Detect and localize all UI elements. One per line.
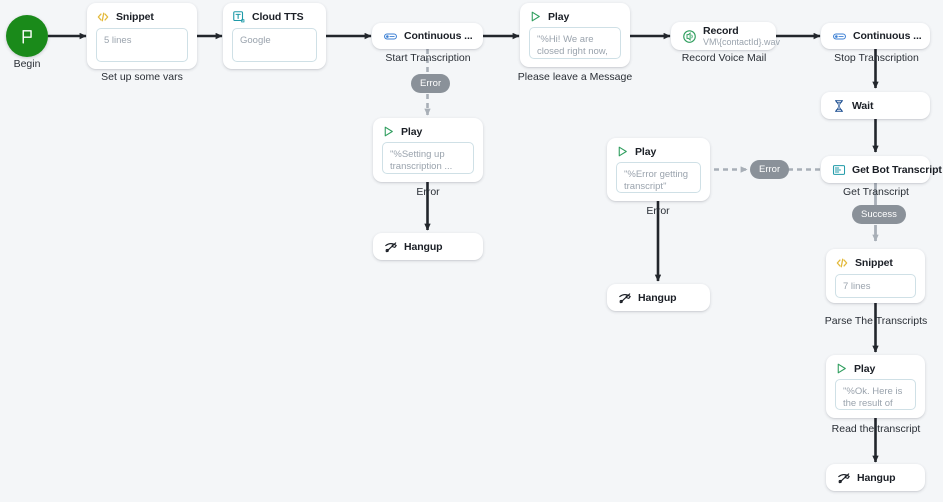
- node-play-setup-error-header: Play: [373, 118, 483, 142]
- node-play-message-field[interactable]: "%Hi! We are closed right now, ...: [529, 27, 621, 59]
- node-cloud-tts[interactable]: Cloud TTS Google: [223, 3, 326, 69]
- node-play-transcript-error[interactable]: Play "%Error getting transcript": [607, 138, 710, 201]
- node-start-transcription-header: Continuous ...: [372, 23, 483, 49]
- node-hangup-middle-title: Hangup: [638, 291, 677, 304]
- node-play-message[interactable]: Play "%Hi! We are closed right now, ...: [520, 3, 630, 67]
- node-play-setup-error-field[interactable]: "%Setting up transcription ...: [382, 142, 474, 174]
- code-snippet-icon: [835, 256, 849, 270]
- node-snippet-vars-header: Snippet: [87, 3, 197, 28]
- node-record-voicemail-caption: Record Voice Mail: [681, 52, 767, 64]
- node-hangup-right-title: Hangup: [857, 471, 896, 484]
- node-snippet-parse[interactable]: Snippet 7 lines: [826, 249, 925, 303]
- node-play-transcript-error-header: Play: [607, 138, 710, 162]
- node-wait[interactable]: Wait: [821, 92, 930, 119]
- flag-icon: [19, 28, 36, 45]
- badge-error-start-transcription[interactable]: Error: [411, 74, 451, 93]
- node-play-transcript-error-title: Play: [635, 145, 657, 158]
- text-to-speech-icon: [232, 10, 246, 24]
- hangup-icon: [384, 240, 398, 254]
- node-play-result-header: Play: [826, 355, 925, 379]
- hourglass-icon: [832, 99, 846, 113]
- code-snippet-icon: [96, 10, 110, 24]
- begin-node[interactable]: [6, 15, 48, 57]
- node-cloud-tts-title: Cloud TTS: [252, 11, 304, 23]
- node-play-transcript-error-caption: Error: [646, 205, 670, 217]
- node-get-bot-transcript[interactable]: Get Bot Transcript: [821, 156, 942, 183]
- transcript-icon: [832, 163, 846, 177]
- node-record-voicemail-title: Record: [703, 24, 739, 37]
- node-hangup-left-header: Hangup: [373, 233, 483, 260]
- node-record-voicemail-subtitle: VM\{contactId}.wav: [703, 36, 781, 47]
- node-play-transcript-error-field[interactable]: "%Error getting transcript": [616, 162, 701, 193]
- node-play-result[interactable]: Play "%Ok. Here is the result of the ...: [826, 355, 925, 418]
- node-snippet-parse-title: Snippet: [855, 257, 893, 269]
- node-snippet-vars-field[interactable]: 5 lines: [96, 28, 188, 62]
- node-record-voicemail[interactable]: Record VM\{contactId}.wav: [671, 22, 780, 50]
- begin-label: Begin: [13, 58, 41, 70]
- toggle-switch-icon: [383, 29, 398, 44]
- node-cloud-tts-header: Cloud TTS: [223, 3, 326, 28]
- node-snippet-vars-title: Snippet: [116, 11, 154, 23]
- toggle-switch-icon: [832, 29, 847, 44]
- play-icon: [382, 125, 395, 138]
- node-play-result-field[interactable]: "%Ok. Here is the result of the ...: [835, 379, 916, 410]
- node-snippet-parse-caption: Parse The Transcripts: [824, 315, 928, 327]
- node-snippet-vars[interactable]: Snippet 5 lines: [87, 3, 197, 69]
- node-hangup-right-header: Hangup: [826, 464, 925, 491]
- play-icon: [616, 145, 629, 158]
- node-play-message-header: Play: [520, 3, 630, 27]
- node-get-bot-transcript-header: Get Bot Transcript: [821, 156, 942, 183]
- badge-error-get-transcript[interactable]: Error: [750, 160, 790, 179]
- node-stop-transcription[interactable]: Continuous ...: [821, 23, 930, 49]
- node-start-transcription[interactable]: Continuous ...: [372, 23, 483, 49]
- play-icon: [835, 362, 848, 375]
- node-play-setup-error[interactable]: Play "%Setting up transcription ...: [373, 118, 483, 182]
- node-snippet-parse-field[interactable]: 7 lines: [835, 274, 916, 298]
- node-stop-transcription-caption: Stop Transcription: [834, 52, 919, 64]
- node-start-transcription-title: Continuous ...: [404, 30, 473, 42]
- play-icon: [529, 10, 542, 23]
- node-snippet-parse-header: Snippet: [826, 249, 925, 274]
- node-cloud-tts-field[interactable]: Google: [232, 28, 317, 62]
- node-play-result-title: Play: [854, 362, 876, 375]
- node-play-message-caption: Please leave a Message: [517, 71, 633, 83]
- record-icon: [682, 29, 697, 44]
- badge-success-get-transcript[interactable]: Success: [852, 205, 906, 224]
- node-play-setup-error-caption: Error: [416, 186, 440, 198]
- node-get-bot-transcript-title: Get Bot Transcript: [852, 163, 942, 176]
- node-stop-transcription-title: Continuous ...: [853, 30, 922, 42]
- node-play-message-title: Play: [548, 10, 570, 23]
- node-snippet-vars-caption: Set up some vars: [101, 71, 183, 83]
- node-hangup-right[interactable]: Hangup: [826, 464, 925, 491]
- hangup-icon: [618, 291, 632, 305]
- node-stop-transcription-header: Continuous ...: [821, 23, 930, 49]
- hangup-icon: [837, 471, 851, 485]
- node-record-voicemail-header: Record VM\{contactId}.wav: [671, 22, 780, 50]
- node-wait-header: Wait: [821, 92, 930, 119]
- node-hangup-middle-header: Hangup: [607, 284, 710, 311]
- node-play-result-caption: Read the transcript: [831, 423, 921, 435]
- node-wait-title: Wait: [852, 99, 874, 112]
- node-hangup-left-title: Hangup: [404, 240, 443, 253]
- node-get-bot-transcript-caption: Get Transcript: [843, 186, 909, 198]
- node-hangup-left[interactable]: Hangup: [373, 233, 483, 260]
- node-start-transcription-caption: Start Transcription: [385, 52, 471, 64]
- node-hangup-middle[interactable]: Hangup: [607, 284, 710, 311]
- node-play-setup-error-title: Play: [401, 125, 423, 138]
